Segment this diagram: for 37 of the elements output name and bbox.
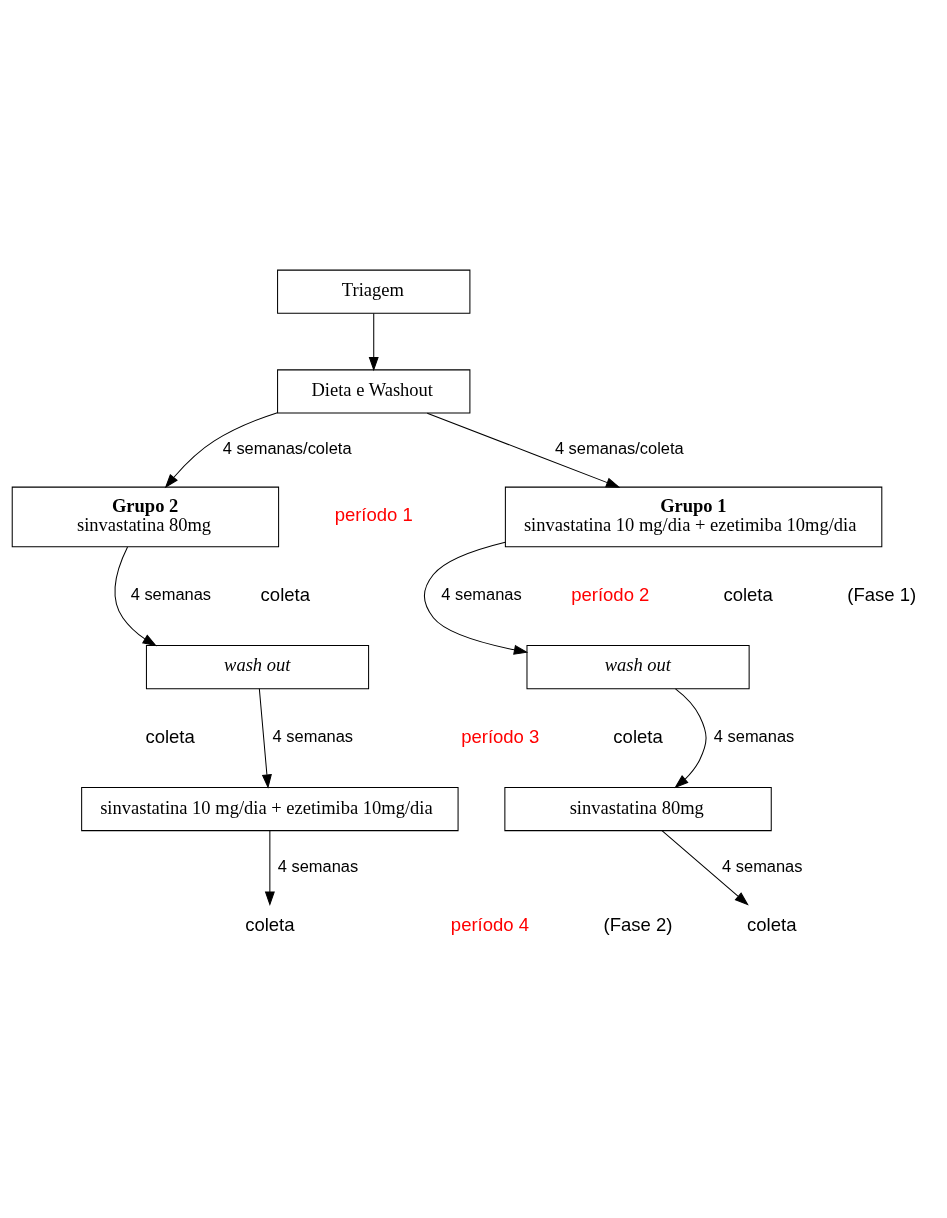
edge-label: 4 semanas/coleta [554, 439, 684, 458]
node-box: Grupo 1 sinvastatina 10 mg/dia + ezetimiba 10mg/dia [504, 486, 883, 548]
node-text: coleta [747, 913, 797, 935]
edge-label: 4 semanas [277, 856, 359, 875]
label: coleta [145, 725, 195, 747]
arrow [264, 830, 275, 906]
arrow [423, 541, 529, 655]
edge-label: 4 semanas [272, 726, 354, 745]
label: período 1 [334, 504, 413, 526]
node-box: Dieta e Washout [277, 369, 471, 414]
arrow [114, 546, 157, 647]
label: coleta [723, 583, 773, 605]
edge-label: 4 semanas/coleta [222, 439, 352, 458]
node-box: wash out [526, 645, 750, 690]
arrow [661, 830, 749, 906]
edge-label: 4 semanas [130, 585, 212, 604]
node-box: wash out [145, 645, 370, 690]
node-text: coleta [245, 913, 295, 935]
label: período 3 [461, 725, 540, 747]
edge-label: 4 semanas [722, 856, 803, 875]
arrow [674, 688, 707, 789]
edge-label: 4 semanas [713, 726, 795, 745]
arrow [426, 412, 621, 488]
label: período 4 [450, 913, 530, 935]
node-box: sinvastatina 10 mg/dia + ezetimiba 10mg/dia [81, 786, 459, 832]
node-box: Triagem [277, 269, 471, 314]
label: coleta [260, 583, 310, 605]
node-box: sinvastatina 80mg [504, 786, 772, 832]
label: (Fase 2) [603, 913, 673, 935]
edge-label: 4 semanas [441, 585, 522, 604]
label: coleta [613, 725, 663, 747]
node-box: Grupo 2 sinvastatina 80mg [11, 486, 280, 548]
arrow [164, 412, 278, 489]
arrow [258, 688, 272, 789]
label: (Fase 1) [847, 583, 917, 605]
label: período 2 [571, 583, 650, 605]
arrow [368, 312, 379, 372]
